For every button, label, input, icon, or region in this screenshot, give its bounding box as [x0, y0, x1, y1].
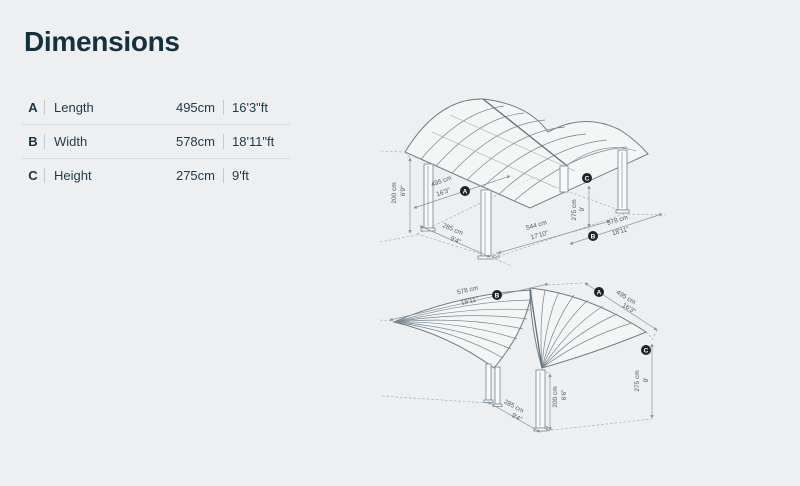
divider [44, 134, 45, 149]
row-letter: B [28, 134, 38, 149]
dim-height-200: 200 cm 6'9" [391, 151, 412, 234]
badge-a: A [460, 186, 470, 196]
badge-b: B [588, 231, 598, 241]
dim-275-imperial: 9' [643, 378, 650, 383]
table-row-width: B Width 578cm 18'11"ft [22, 125, 290, 158]
badge-b: B [492, 290, 502, 300]
dim-275-imperial: 9' [579, 207, 586, 212]
dim-200-metric: 200 cm [391, 182, 398, 203]
table-row-height: C Height 275cm 9'ft [22, 159, 290, 192]
dim-578-imperial: 18'11" [611, 226, 630, 238]
badge-a: A [594, 287, 604, 297]
row-metric-value: 275cm [175, 168, 215, 183]
dim-578-metric: 578 cm [606, 214, 628, 227]
post-rear-left [423, 163, 434, 229]
dim-578-metric: 578 cm [456, 285, 478, 297]
row-label: Width [54, 134, 88, 149]
anchor-detail [491, 251, 501, 260]
svg-text:A: A [597, 289, 602, 296]
iso-carport-diagram: 200 cm 6'9" 495 cm 16'3" A 285 cm 9'4" 5… [380, 98, 666, 267]
post-base-plate [615, 209, 630, 214]
dim-285-imperial: 9'4" [510, 412, 523, 424]
dim-200-imperial: 6'9" [400, 185, 407, 196]
badge-c: C [582, 173, 592, 183]
row-metric-value: 578cm [175, 134, 215, 149]
divider [44, 100, 45, 115]
post-middle [559, 165, 569, 193]
dim-width-578: 578 cm 18'11" B [389, 282, 549, 322]
svg-text:C: C [585, 175, 590, 182]
roof-seam [482, 98, 567, 166]
row-separator [22, 124, 290, 125]
row-metric-value: 495cm [175, 100, 215, 115]
post-left-b [494, 366, 501, 405]
dimensions-table: A Length 495cm 16'3"ft B Width 578cm 18'… [22, 91, 290, 192]
rear-carport-diagram: 578 cm 18'11" B 495 cm 16'3" A 275 cm 9' [380, 282, 658, 433]
row-letter: C [28, 168, 38, 183]
dim-495-metric: 495 cm [430, 175, 452, 189]
post-left-a [485, 363, 492, 401]
page-title: Dimensions [24, 26, 180, 57]
post-front-mid [480, 189, 492, 257]
row-imperial-value: 16'3"ft [232, 100, 269, 115]
svg-text:B: B [495, 292, 500, 299]
row-label: Length [54, 100, 94, 115]
badge-c: C [641, 345, 651, 355]
dim-285-imperial: 9'4" [449, 235, 462, 246]
divider [44, 168, 45, 183]
dim-height-200: 200 cm 6'6" [548, 373, 568, 431]
dim-200-imperial: 6'6" [561, 389, 568, 400]
dim-200-metric: 200 cm [552, 386, 559, 407]
dim-544-imperial: 17'10" [530, 230, 550, 242]
post-base-plate [492, 403, 503, 407]
far-bay-arch [565, 147, 637, 167]
divider [223, 100, 224, 115]
row-label: Height [54, 168, 92, 183]
post-base-plate [477, 255, 494, 260]
dim-height-275: 275 cm 9' C [571, 173, 592, 228]
dim-height-275: 275 cm 9' C [634, 343, 654, 419]
svg-text:C: C [644, 347, 649, 354]
svg-text:A: A [463, 188, 468, 195]
dim-495-imperial: 16'3" [621, 302, 638, 316]
post-right [535, 369, 546, 429]
table-row-length: A Length 495cm 16'3"ft [22, 91, 290, 124]
dim-578-imperial: 18'11" [460, 296, 479, 307]
dim-275-metric: 275 cm [571, 199, 578, 220]
footprint-dashed-lines [380, 282, 658, 432]
divider [223, 168, 224, 183]
divider [223, 134, 224, 149]
dim-495-imperial: 16'3" [436, 187, 453, 199]
svg-text:B: B [591, 233, 596, 240]
post-right [617, 149, 628, 211]
row-imperial-value: 18'11"ft [232, 134, 275, 149]
dim-275-metric: 275 cm [634, 370, 641, 391]
row-separator [22, 158, 290, 159]
dim-width-578: 578 cm 18'11" B [569, 213, 663, 245]
row-letter: A [28, 100, 38, 115]
row-imperial-value: 9'ft [232, 168, 249, 183]
